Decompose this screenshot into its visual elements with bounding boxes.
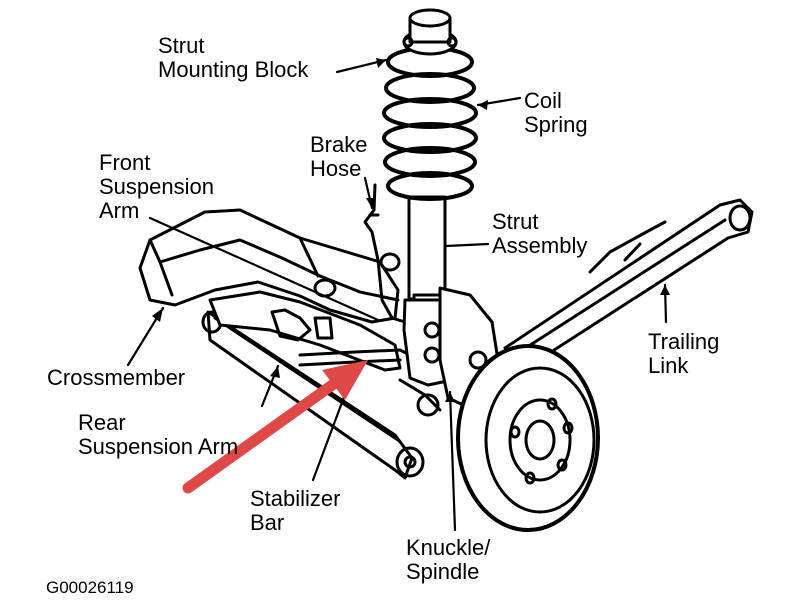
label-crossmember: Crossmember [47, 365, 186, 390]
coil-spring-part [382, 46, 478, 201]
brake-hose-part [363, 183, 407, 324]
label-line: Spindle [406, 559, 480, 584]
label-line: Arm [99, 198, 140, 223]
label-line: Knuckle/ [406, 535, 491, 560]
label-line: Suspension [99, 174, 214, 199]
label-line: Stabilizer [250, 486, 341, 511]
label-knuckle-spindle: Knuckle/ Spindle [406, 536, 490, 584]
label-rear-suspension-arm: Rear Suspension Arm [78, 411, 238, 459]
brake-disc-part [456, 344, 600, 532]
label-line: Rear [78, 410, 126, 435]
leader-front-suspension-arm [148, 216, 380, 322]
label-line: Suspension Arm [78, 434, 239, 459]
label-coil-spring: Coil Spring [524, 89, 588, 137]
label-line: Coil [524, 88, 562, 113]
label-line: Spring [524, 112, 588, 137]
label-brake-hose: Brake Hose [310, 133, 367, 181]
label-line: Strut [158, 33, 205, 58]
label-line: Mounting Block [158, 57, 309, 82]
leader-strut-assembly [444, 242, 490, 248]
front-suspension-arm-part [208, 290, 402, 372]
label-line: Hose [310, 156, 362, 181]
stabilizer-bar-part [298, 348, 412, 367]
trailing-link-part [503, 198, 754, 374]
label-line: Strut [492, 209, 539, 234]
label-line: Link [648, 353, 689, 378]
label-line: Bar [250, 510, 285, 535]
crossmember-part [138, 208, 401, 324]
figure-code: G00026119 [46, 578, 134, 597]
label-line: Assembly [492, 233, 588, 258]
leader-arrowheads [152, 58, 670, 402]
label-strut-assembly: Strut Assembly [492, 210, 587, 258]
label-trailing-link: Trailing Link [648, 330, 719, 378]
leader-knuckle-spindle [448, 390, 457, 532]
label-line: Brake [310, 132, 368, 157]
label-line: Trailing [648, 329, 720, 354]
label-strut-mounting-block: Strut Mounting Block [158, 34, 308, 82]
highlight-arrow [182, 360, 368, 494]
strut-mounting-block-part [402, 8, 458, 56]
label-line: Front [99, 150, 151, 175]
label-front-suspension-arm: Front Suspension Arm [99, 151, 214, 223]
label-stabilizer-bar: Stabilizer Bar [250, 487, 340, 535]
